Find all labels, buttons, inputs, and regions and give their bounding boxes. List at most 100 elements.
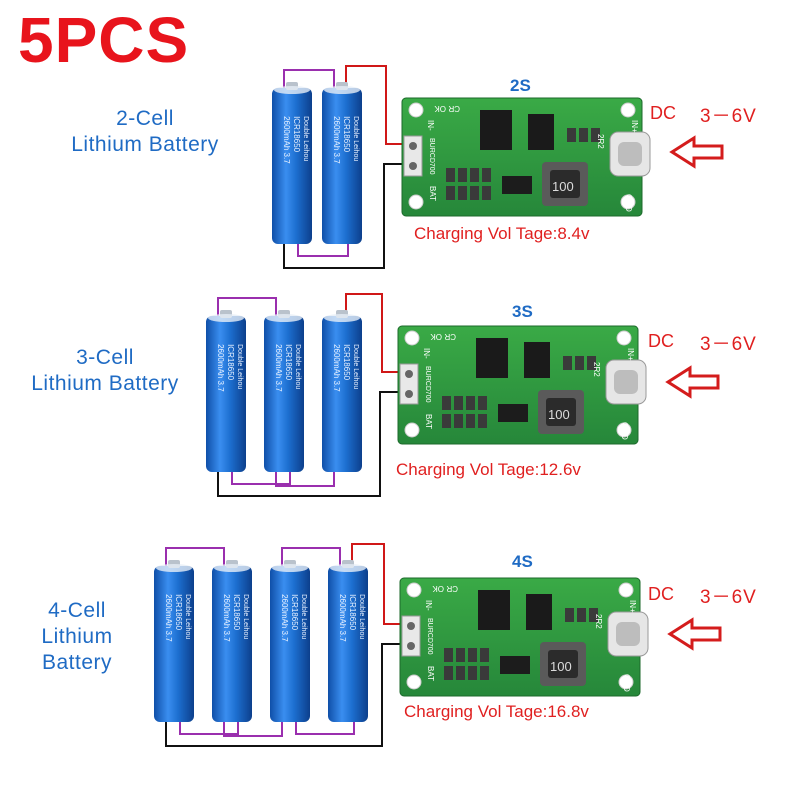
cell-label-line: 2-Cell	[116, 107, 174, 130]
smd-part	[458, 186, 467, 200]
battery-capacity-text: 2600mAh 3.7	[164, 594, 173, 642]
battery-body	[322, 316, 362, 472]
battery-cap	[156, 564, 192, 572]
battery-cap	[324, 86, 360, 94]
bat-pad	[399, 363, 419, 405]
bat-pad	[401, 615, 421, 657]
battery-capacity-text: 2600mAh 3.7	[280, 594, 289, 642]
battery-capacity-text: 2600mAh 3.7	[274, 344, 283, 392]
input-range-3s: 3－6V	[700, 334, 757, 355]
smd-part	[470, 186, 479, 200]
pad-hole	[407, 622, 415, 630]
battery-model-text: ICR18650	[232, 594, 241, 631]
input-range-4s: 3－6V	[700, 587, 757, 608]
mounting-hole	[404, 330, 420, 346]
input-arrow-icon	[669, 135, 724, 169]
diode	[498, 404, 528, 422]
battery-model-text: ICR18650	[284, 344, 293, 381]
battery-brand-text: Double Leihou	[300, 594, 307, 639]
wire	[283, 69, 335, 88]
smd-part	[563, 356, 572, 370]
cell-label-line: 3-Cell	[76, 346, 134, 369]
battery-capacity-text: 2600mAh 3.7	[216, 344, 225, 392]
silk-cr: CR	[444, 332, 456, 341]
input-arrow-icon	[667, 617, 722, 651]
battery-brand-text: Double Leihou	[358, 594, 365, 639]
pad-hole	[409, 162, 417, 170]
dc-label-4s: DC	[648, 584, 674, 604]
cell-label-line: 4-Cell	[48, 599, 106, 622]
mosfet-chip	[476, 338, 508, 378]
wire	[283, 163, 406, 269]
silk-cr: CR	[446, 584, 458, 593]
mosfet-chip	[478, 590, 510, 630]
smd-part	[567, 128, 576, 142]
battery-cap	[324, 314, 360, 322]
smd-part	[456, 666, 465, 680]
series-label-3s: 3S	[512, 302, 533, 321]
battery-body	[328, 566, 368, 722]
inductor-label: 100	[552, 179, 574, 194]
series-label-4s: 4S	[512, 552, 533, 571]
battery-brand-text: Double Leihou	[242, 594, 249, 639]
smd-part	[444, 648, 453, 662]
pad-hole	[409, 142, 417, 150]
silk-2r2: 2R2	[592, 362, 601, 377]
battery-capacity-text: 2600mAh 3.7	[282, 116, 291, 164]
battery-body	[206, 316, 246, 472]
silk-chip: BURCD700	[424, 366, 431, 403]
inductor-core	[548, 650, 578, 678]
charging-voltage-2s: Charging Vol Tage:8.4v	[414, 224, 590, 243]
battery-model-text: ICR18650	[342, 344, 351, 381]
wire	[165, 643, 404, 747]
battery-body	[264, 316, 304, 472]
mounting-hole	[406, 582, 422, 598]
wire	[217, 297, 277, 316]
smd-part	[466, 414, 475, 428]
battery-brand-text: Double Leihou	[302, 116, 309, 161]
smd-part	[446, 186, 455, 200]
usb-c-opening	[614, 370, 638, 394]
smd-part	[442, 414, 451, 428]
battery-model-text: ICR18650	[292, 116, 301, 153]
charging-voltage-4s: Charging Vol Tage:16.8v	[404, 702, 589, 721]
usb-c-opening	[618, 142, 642, 166]
inductor-core	[546, 398, 576, 426]
controller-chip	[528, 114, 554, 150]
battery-capacity-text: 2600mAh 3.7	[332, 344, 341, 392]
silk-gnd: GND	[624, 194, 633, 212]
series-label-2s: 2S	[510, 76, 531, 95]
silk-bat: BAT	[428, 186, 437, 201]
controller-chip	[524, 342, 550, 378]
cell-label-line: Lithium Battery	[71, 133, 219, 156]
smd-part	[480, 648, 489, 662]
smd-part	[482, 168, 491, 182]
silk-bat: BAT	[426, 666, 435, 681]
battery-capacity-text: 2600mAh 3.7	[332, 116, 341, 164]
smd-part	[466, 396, 475, 410]
wire	[281, 547, 341, 566]
smd-part	[480, 666, 489, 680]
smd-part	[577, 608, 586, 622]
wire	[231, 472, 291, 485]
smd-part	[454, 396, 463, 410]
diode	[502, 176, 532, 194]
input-arrow-icon	[665, 365, 720, 399]
cell-label-line: Battery	[41, 651, 113, 674]
bat-pad	[403, 135, 423, 177]
mounting-hole	[618, 674, 634, 690]
battery-cap	[266, 314, 302, 322]
wire	[275, 472, 335, 487]
dc-label-3s: DC	[648, 331, 674, 351]
battery-body	[272, 88, 312, 244]
silk-ok: OK	[434, 104, 446, 113]
wire	[345, 293, 402, 373]
